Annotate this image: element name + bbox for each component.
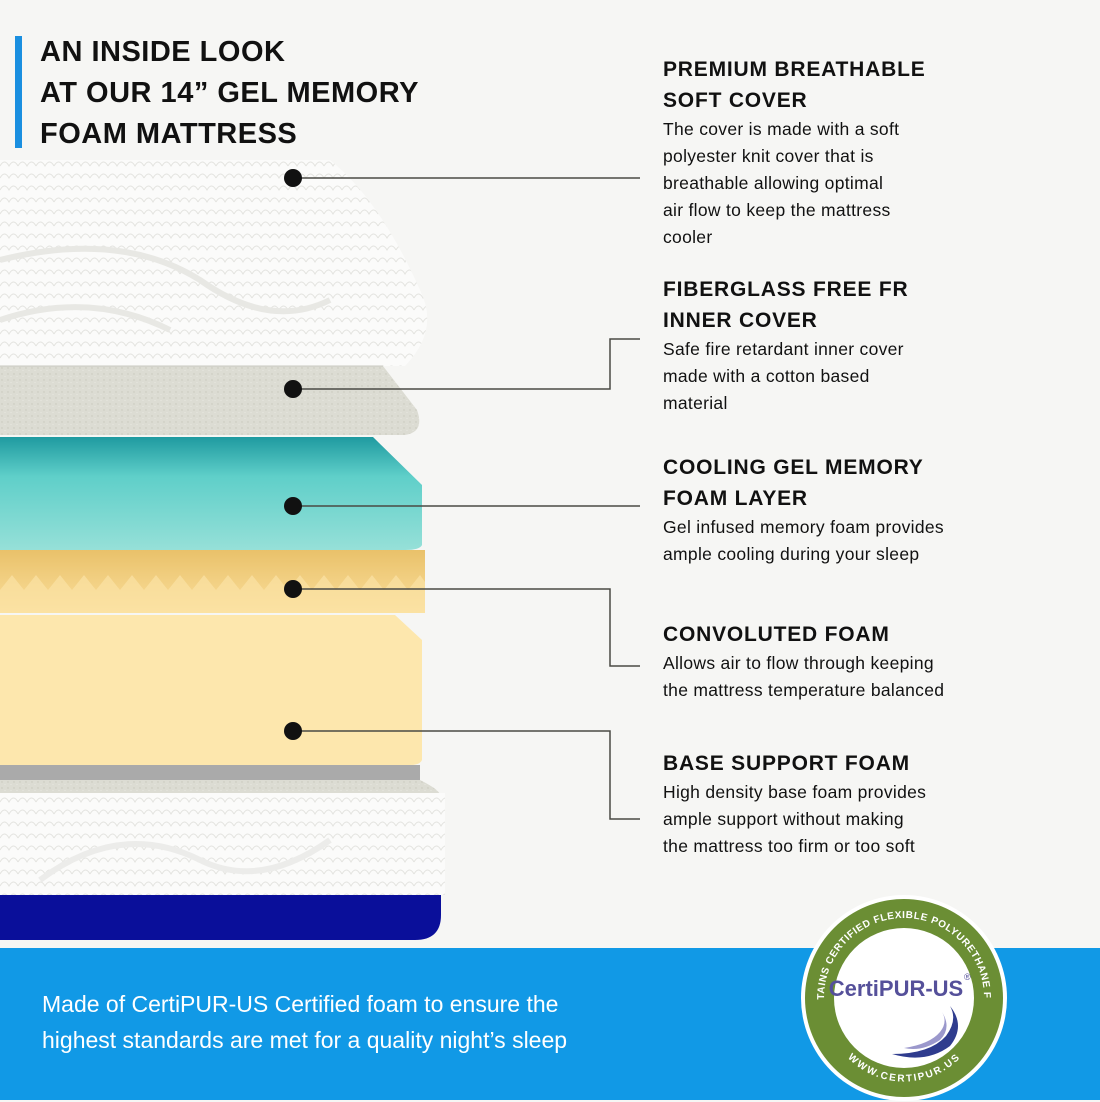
callout-dot-gel-foam [284, 497, 302, 515]
callout-dot-convoluted-foam [284, 580, 302, 598]
description-line: the mattress too firm or too soft [663, 836, 916, 856]
callout-inner-cover: FIBERGLASS FREE FR INNER COVER Safe fire… [663, 274, 1100, 417]
description-line: The cover is made with a soft [663, 119, 900, 139]
callout-heading: FIBERGLASS FREE FR INNER COVER [663, 274, 1100, 336]
page-title: AN INSIDE LOOK AT OUR 14” GEL MEMORY FOA… [40, 32, 419, 155]
base-navy-band [0, 895, 441, 940]
description-line: Allows air to flow through keeping [663, 653, 934, 673]
description-line: material [663, 393, 728, 413]
heading-line: FIBERGLASS FREE FR [663, 278, 909, 301]
callout-dot-inner-cover [284, 380, 302, 398]
layer-gel-foam [0, 437, 422, 550]
badge-registered-mark: ® [964, 972, 971, 982]
description-line: air flow to keep the mattress [663, 200, 891, 220]
callout-heading: CONVOLUTED FOAM [663, 619, 1100, 650]
description-line: cooler [663, 227, 713, 247]
heading-line: CONVOLUTED FOAM [663, 623, 890, 646]
description-line: Safe fire retardant inner cover [663, 339, 904, 359]
connector-inner-cover [293, 338, 640, 390]
callout-description: Allows air to flow through keeping the m… [663, 650, 1100, 704]
callout-description: Gel infused memory foam provides ample c… [663, 514, 1100, 568]
title-line: AN INSIDE LOOK [40, 36, 286, 68]
title-accent-bar [15, 36, 22, 148]
title-line: AT OUR 14” GEL MEMORY [40, 77, 419, 109]
layer-base-foam [0, 615, 422, 765]
heading-line: FOAM LAYER [663, 487, 808, 510]
description-line: Gel infused memory foam provides [663, 517, 944, 537]
callout-base-foam: BASE SUPPORT FOAM High density base foam… [663, 748, 1100, 860]
callout-dot-base-foam [284, 722, 302, 740]
layer-inner-cover [0, 366, 420, 435]
description-line: ample cooling during your sleep [663, 544, 920, 564]
layer-soft-cover [0, 160, 428, 366]
connector-convoluted-foam [293, 588, 640, 667]
mattress-illustration [0, 160, 640, 940]
callout-heading: PREMIUM BREATHABLE SOFT COVER [663, 54, 1100, 116]
callout-description: Safe fire retardant inner cover made wit… [663, 336, 1100, 417]
heading-line: BASE SUPPORT FOAM [663, 752, 910, 775]
heading-line: INNER COVER [663, 309, 818, 332]
callout-connectors [293, 177, 640, 820]
heading-line: COOLING GEL MEMORY [663, 456, 924, 479]
base-grey-strip [0, 765, 420, 783]
callout-description: High density base foam provides ample su… [663, 779, 1100, 860]
base-cover [0, 793, 445, 895]
heading-line: SOFT COVER [663, 89, 808, 112]
certipur-badge: CONTAINS CERTIFIED FLEXIBLE POLYURETHANE… [800, 894, 1007, 1101]
description-line: polyester knit cover that is [663, 146, 874, 166]
callout-heading: COOLING GEL MEMORY FOAM LAYER [663, 452, 1100, 514]
connector-base-foam [293, 730, 640, 820]
callout-dot-soft-cover [284, 169, 302, 187]
footer-line: Made of CertiPUR-US Certified foam to en… [42, 991, 559, 1017]
callout-soft-cover: PREMIUM BREATHABLE SOFT COVER The cover … [663, 54, 1100, 251]
convoluted-peaks [0, 575, 425, 613]
description-line: breathable allowing optimal [663, 173, 884, 193]
heading-line: PREMIUM BREATHABLE [663, 58, 926, 81]
description-line: the mattress temperature balanced [663, 680, 945, 700]
footer-line: highest standards are met for a quality … [42, 1027, 568, 1053]
badge-swoosh-icon [892, 1006, 958, 1058]
footer-text: Made of CertiPUR-US Certified foam to en… [42, 986, 567, 1058]
badge-brand-text: CertiPUR-US [829, 976, 963, 1001]
callout-convoluted-foam: CONVOLUTED FOAM Allows air to flow throu… [663, 619, 1100, 704]
description-line: ample support without making [663, 809, 904, 829]
title-line: FOAM MATTRESS [40, 118, 298, 150]
callout-gel-foam: COOLING GEL MEMORY FOAM LAYER Gel infuse… [663, 452, 1100, 568]
callout-heading: BASE SUPPORT FOAM [663, 748, 1100, 779]
description-line: made with a cotton based [663, 366, 870, 386]
description-line: High density base foam provides [663, 782, 927, 802]
callout-description: The cover is made with a soft polyester … [663, 116, 1100, 251]
